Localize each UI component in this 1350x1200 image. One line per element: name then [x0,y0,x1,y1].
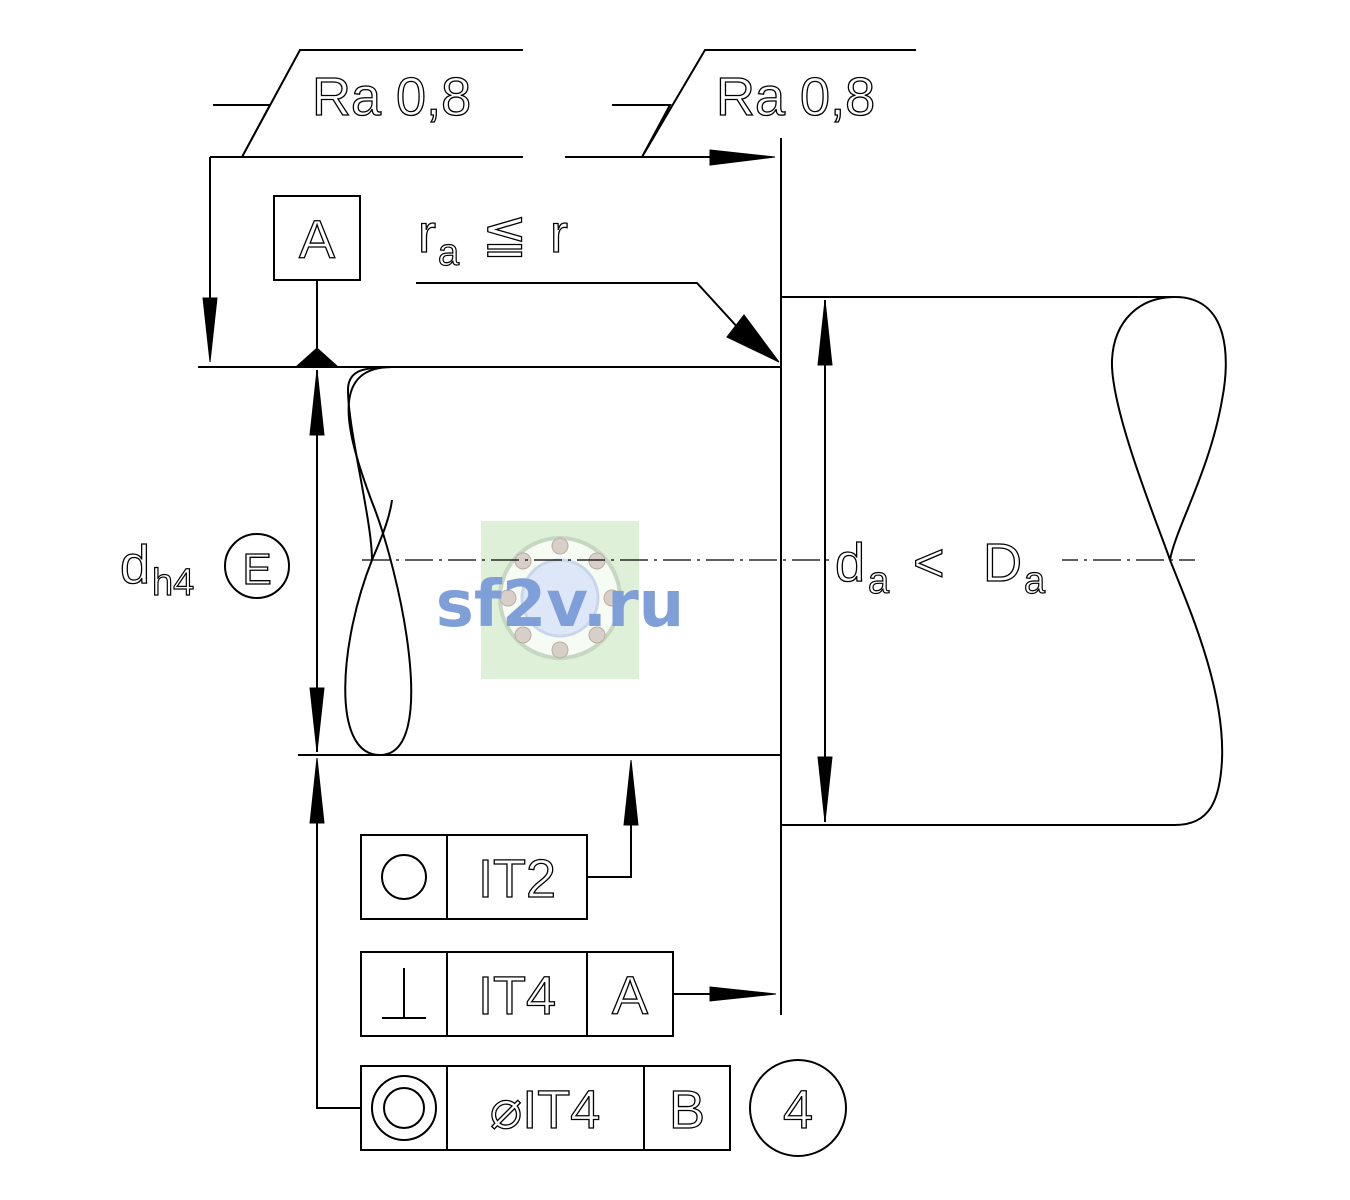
roundness-symbol [381,854,427,900]
envelope-label: E [242,545,271,594]
shaft-diameter-dimension: d h4 E [119,369,325,753]
perpendicularity-symbol [382,968,426,1019]
concentricity-tolerance: ⌀IT4 [490,1080,601,1140]
housing-diameter-D-sub: a [1024,560,1046,602]
shaft-break-line [344,366,413,757]
radius-note-r-right: r [550,204,568,264]
concentricity-datum: B [669,1080,705,1140]
concentricity-symbol [371,1075,437,1141]
housing-outline [780,138,1227,1015]
radius-note-sub: a [438,232,460,274]
svg-text:r: r [418,204,436,264]
housing-diameter-D: D [983,533,1022,593]
envelope-circle [224,533,290,599]
surface-finish-left-leader [202,156,242,363]
datum-a-label: A [299,210,335,270]
surface-finish-left-label: Ra 0,8 [312,67,471,127]
housing-break-line [1110,296,1227,561]
watermark-text: sf2v.ru [436,568,684,642]
concentricity-frame: ⌀IT4 B 4 [309,757,847,1157]
shaft-diameter-d: d [120,535,150,595]
shaft-diameter-sub: h4 [152,562,194,604]
watermark: sf2v.ru [436,521,684,679]
surface-finish-left: Ra 0,8 [213,49,523,158]
housing-diameter-symbol: < [913,533,945,593]
perpendicularity-tolerance: IT4 [478,966,556,1026]
radius-note: r a ≦ r [416,203,780,363]
perpendicularity-datum: A [612,966,648,1026]
radius-note-symbol: ≦ [482,204,527,264]
datum-a-triangle [295,347,339,367]
housing-diameter-d-sub: a [868,560,890,602]
watermark-balls-icon [499,537,621,659]
perpendicularity-frame: IT4 A [360,951,777,1037]
housing-diameter-dimension: d a < D a [817,299,1062,823]
roundness-frame: IT2 [360,759,639,920]
surface-finish-right-label: Ra 0,8 [716,67,875,127]
surface-finish-right: Ra 0,8 [565,49,916,166]
roundness-tolerance: IT2 [478,849,556,909]
note-number: 4 [783,1080,813,1140]
radius-note-arrow [726,314,780,363]
radius-note-r: r [418,204,436,264]
surface-finish-right-arrow [709,149,776,166]
housing-diameter-d: d [835,533,865,593]
datum-a-symbol: A [273,195,361,367]
note-number-circle [749,1059,847,1157]
